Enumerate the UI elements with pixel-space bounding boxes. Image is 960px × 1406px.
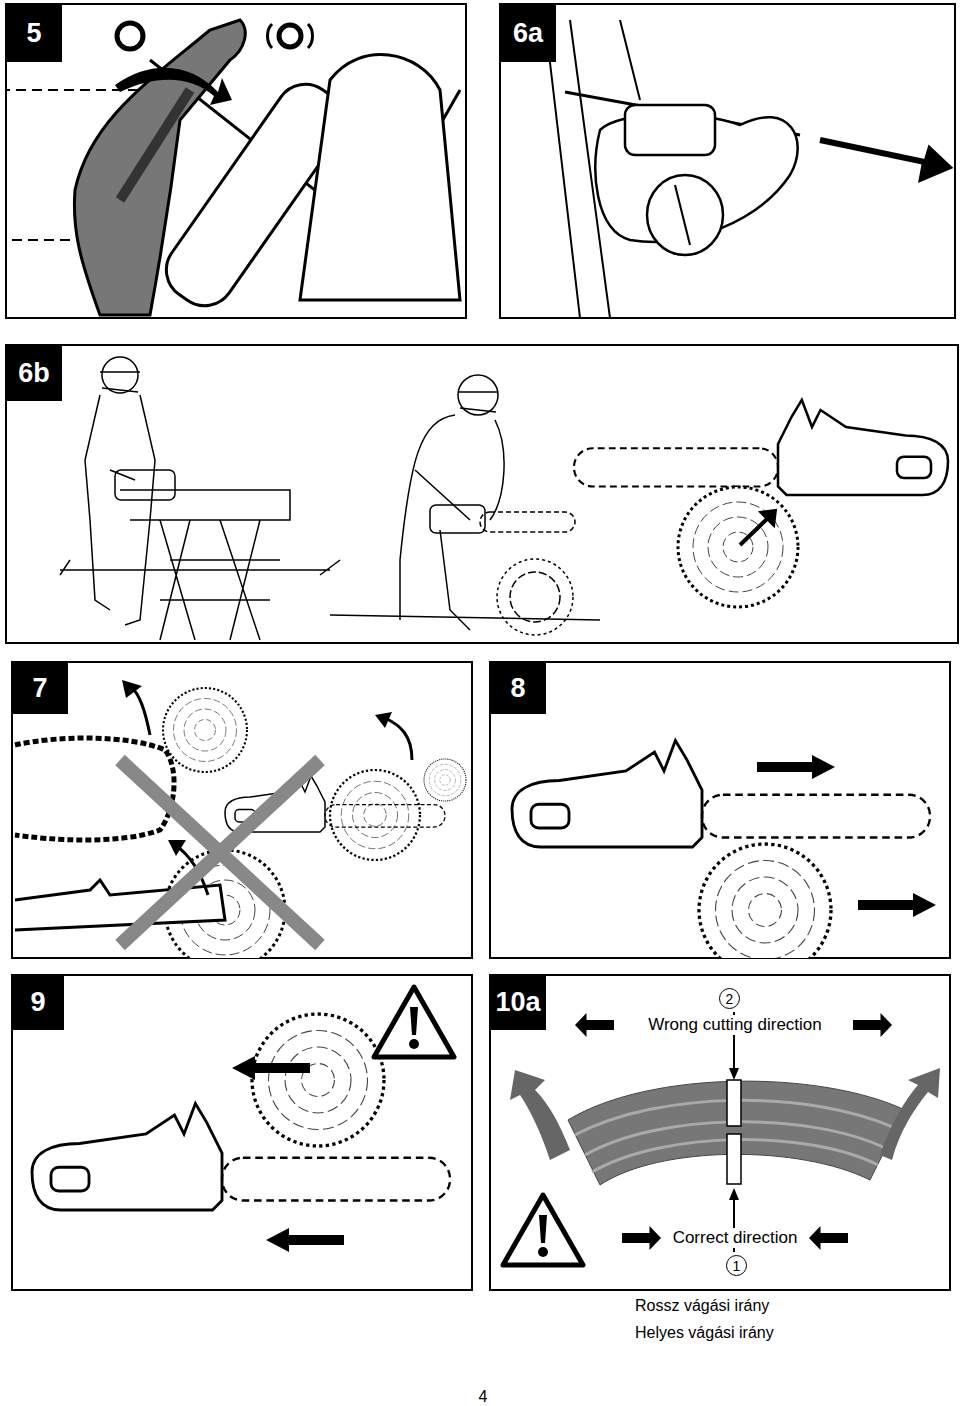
text-label: Correct direction	[671, 1228, 800, 1248]
text-label: Wrong cutting direction	[646, 1015, 824, 1035]
text-label: 4	[477, 1388, 490, 1406]
figure-number: 10a	[495, 987, 540, 1018]
figure-number: 8	[510, 673, 525, 704]
figure-number-tag: 9	[12, 975, 64, 1030]
figure-number-tag: 7	[12, 662, 68, 714]
figure-number-tag: 5	[6, 4, 62, 62]
figure-number: 6b	[18, 358, 50, 389]
callout-number: 2	[726, 991, 734, 1007]
callout-circle: 1	[726, 1255, 747, 1276]
callout-number: 1	[733, 1258, 741, 1274]
figure-number: 7	[32, 673, 47, 704]
text-label: Rossz vágási irány	[633, 1297, 771, 1315]
figure-number-tag: 6b	[6, 345, 62, 401]
figure-number-tag: 10a	[490, 975, 546, 1030]
figure-number: 9	[30, 987, 45, 1018]
figure-number-tag: 8	[490, 662, 546, 714]
text-label: Helyes vágási irány	[633, 1324, 776, 1342]
figure-number: 6a	[513, 18, 543, 49]
figure-number: 5	[26, 18, 41, 49]
callout-circle: 2	[719, 988, 740, 1009]
figure-number-tag: 6a	[500, 4, 556, 62]
